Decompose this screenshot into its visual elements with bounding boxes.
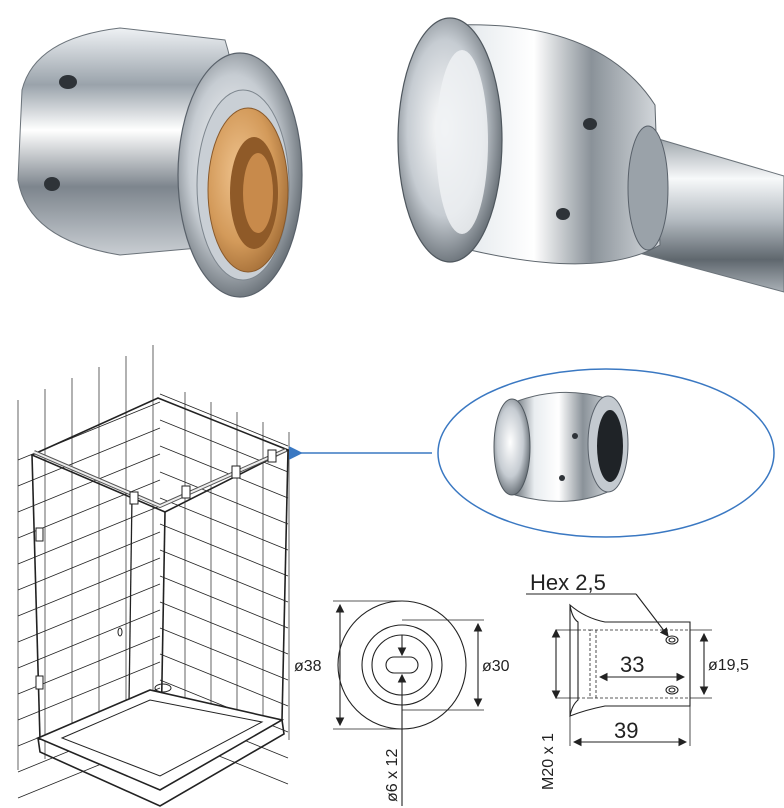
wall-tile-line [159, 419, 289, 473]
dim-length-39: 39 [614, 718, 638, 743]
wall-tile-line [159, 393, 289, 447]
set-screw-hole-icon [44, 177, 60, 191]
wall-tile-line [17, 661, 161, 721]
callout-ellipse [437, 368, 775, 538]
set-screw-hole-icon [556, 208, 570, 220]
set-screw-hole-icon [59, 75, 77, 89]
wall-tile-line [159, 627, 289, 681]
wall-tile-line [159, 653, 289, 707]
side-view-drawing [526, 593, 712, 747]
wall-tile-line [17, 557, 161, 617]
wall-tile-line [159, 497, 289, 551]
dim-thread-m20: M20 x 1 [540, 733, 557, 790]
dim-hex-label: Hex 2,5 [530, 570, 606, 595]
wall-tile-line [159, 575, 289, 629]
wall-tile-line [17, 505, 161, 565]
wall-tile-line [17, 531, 161, 591]
dim-length-33: 33 [620, 652, 644, 677]
wall-tile-line [159, 471, 289, 525]
dim-diameter-38: ø38 [294, 658, 322, 675]
shower-enclosure-drawing [17, 345, 290, 807]
wall-tile-line [17, 583, 161, 643]
set-screw-hole-icon [583, 118, 597, 130]
wall-tile-line [159, 523, 289, 577]
wall-tile-line [17, 427, 161, 487]
photo-connector-on-tube [397, 17, 784, 293]
dim-diameter-30: ø30 [482, 658, 510, 675]
set-screw-hole-icon [559, 475, 565, 481]
front-view-drawing [333, 600, 484, 806]
wall-tile-line [17, 609, 161, 669]
dim-diameter-19-5: ø19,5 [708, 657, 749, 674]
dim-slot-6x12: ø6 x 12 [384, 749, 401, 802]
wall-tile-line [159, 549, 289, 603]
photo-connector-front [17, 27, 303, 298]
set-screw-hole-icon [572, 433, 578, 439]
wall-tile-line [159, 445, 289, 499]
wall-tile-line [159, 601, 289, 655]
wall-tile-line [17, 453, 161, 513]
